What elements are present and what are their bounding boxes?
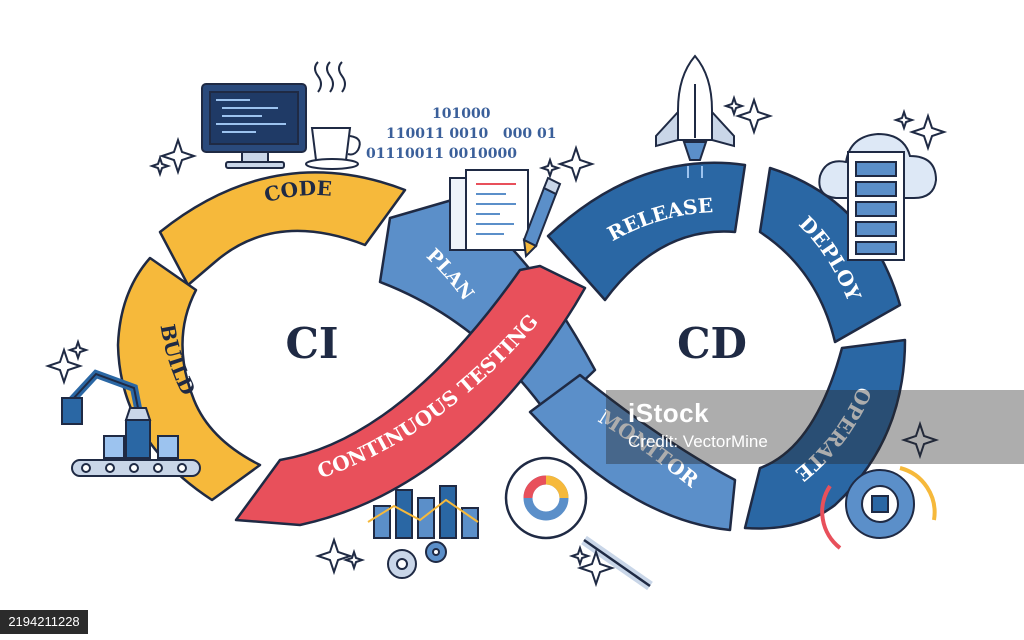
build-arrow xyxy=(116,256,262,502)
rocket-icon xyxy=(655,54,735,178)
binary-line-1: 101000 xyxy=(432,106,491,122)
operate-arrow xyxy=(743,338,907,530)
robot-arm-icon xyxy=(61,369,201,477)
binary-line-3: 01110011 0010000 xyxy=(366,146,517,162)
cd-label: CD xyxy=(677,319,747,368)
watermark-band xyxy=(606,390,1024,464)
binary-line-2: 110011 0010 000 01 xyxy=(386,126,557,142)
pencil-icon xyxy=(522,176,562,259)
stock-id: 2194211228 xyxy=(0,610,88,634)
watermark-credit: Credit: VectorMine xyxy=(628,432,768,451)
release-arrow xyxy=(546,161,747,302)
cloud-server-icon xyxy=(818,132,938,261)
sparkle-icons xyxy=(44,94,948,588)
coffee-cup-icon xyxy=(305,61,361,170)
monitor-arrow xyxy=(528,373,737,532)
gear-cycle-icon xyxy=(820,466,937,550)
binary-code: 101000 110011 0010 000 01 01110011 00100… xyxy=(366,106,557,162)
continuous-testing-arrow xyxy=(234,264,587,527)
computer-monitor-icon xyxy=(201,83,307,169)
watermark-logo: iStock xyxy=(628,398,710,428)
code-arrow xyxy=(158,171,407,287)
continuous-testing-band xyxy=(234,264,587,527)
documents-icon xyxy=(449,169,529,251)
bar-chart-gears-icon xyxy=(367,485,479,579)
magnifier-icon xyxy=(504,456,653,591)
ci-label: CI xyxy=(285,319,338,368)
ci-loop xyxy=(116,171,407,502)
